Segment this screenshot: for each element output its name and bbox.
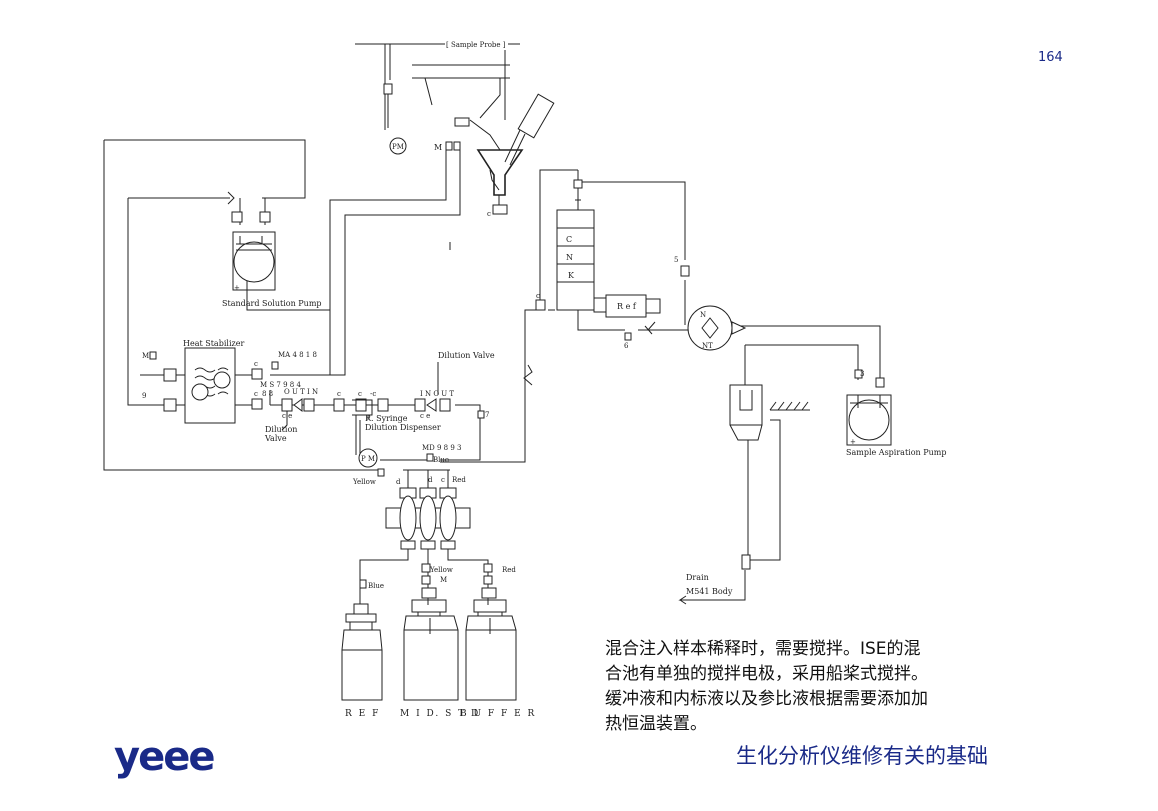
m541-body-label: M541 Body bbox=[686, 587, 733, 596]
description-line-1: 混合注入样本稀释时，需要搅拌。ISE的混 bbox=[605, 639, 921, 659]
reagent-heater-block bbox=[385, 487, 471, 550]
m-top-label: M bbox=[434, 143, 442, 152]
sample-probe-assembly bbox=[355, 43, 555, 166]
c-red-label: c bbox=[441, 476, 445, 484]
pump-motor-bottom: P M bbox=[358, 448, 378, 468]
bottle-ref-label: R E F bbox=[345, 709, 380, 719]
heat-stabilizer-label: Heat Stabilizer bbox=[183, 339, 244, 348]
m-left-label: M bbox=[142, 352, 149, 360]
bottle-mid-std-label: M I D. S T D bbox=[400, 709, 480, 719]
c-hs-bottom-label: c bbox=[254, 390, 258, 398]
rotary-valve: N NT bbox=[687, 305, 747, 351]
bottle-mid-std bbox=[403, 587, 459, 701]
md9893-label: MD 9 8 9 3 bbox=[422, 444, 462, 452]
num-8-label: 8 8 bbox=[262, 390, 273, 398]
c-mid1-label: c bbox=[337, 390, 341, 398]
blue-top-label: Blue bbox=[433, 456, 449, 464]
sample-aspiration-pump: 3 + Sample Aspiration Pump bbox=[846, 369, 946, 457]
mixer-drain-assembly: Drain M541 Body bbox=[678, 384, 810, 605]
dilution-valve-right-label: Dilution Valve bbox=[438, 351, 495, 360]
d1-label: d bbox=[396, 478, 401, 486]
c-e-left-label: c e bbox=[282, 412, 292, 420]
num-3-label: 3 bbox=[860, 370, 864, 378]
num-9-label: 9 bbox=[142, 392, 146, 400]
description-text: 混合注入样本稀释时，需要搅拌。ISE的混 合池有单独的搅拌电极，采用船桨式搅拌。… bbox=[605, 637, 1035, 737]
pump-motor-top: PM bbox=[389, 137, 407, 155]
yellow-bottle-label: Yellow bbox=[429, 566, 453, 574]
description-line-3: 缓冲液和内标液以及参比液根据需要添加加 bbox=[605, 689, 928, 709]
standard-solution-pump-label: Standard Solution Pump bbox=[222, 299, 322, 308]
bottle-ref bbox=[341, 603, 383, 701]
brand-logo: yeee bbox=[114, 734, 215, 780]
c-mid2-label: c bbox=[358, 390, 362, 398]
heat-stabilizer: Heat Stabilizer M 9 c c bbox=[142, 339, 263, 424]
c-hs-top-label: c bbox=[254, 360, 258, 368]
red-bottle-label: Red bbox=[502, 566, 516, 574]
ms7984-label: M S 7 9 8 4 bbox=[260, 381, 301, 389]
in-out-right-label: I N O U T bbox=[420, 390, 454, 398]
pm-bottom-label: P M bbox=[361, 455, 375, 463]
n-ise-label: N bbox=[566, 253, 573, 262]
sample-probe-label: [ Sample Probe ] bbox=[446, 41, 506, 49]
ise-electrode-stack: C N K bbox=[556, 170, 595, 311]
k-ise-label: K bbox=[568, 271, 575, 280]
c-e-right-label: c e bbox=[420, 412, 430, 420]
dilution-valve-right: Dilution Valve I N O U T c e 7 bbox=[414, 351, 495, 420]
bottle-buffer bbox=[465, 587, 517, 701]
drain-label: Drain bbox=[686, 573, 709, 582]
c-ise-label: C bbox=[566, 235, 572, 244]
description-line-4: 热恒温装置。 bbox=[605, 714, 707, 734]
description-line-2: 合池有单独的搅拌电极，采用船桨式搅拌。 bbox=[605, 664, 928, 684]
mixing-cup: c bbox=[476, 149, 524, 218]
n-valve-label: N bbox=[700, 311, 706, 319]
yellow-left-label: Yellow bbox=[352, 478, 376, 486]
d2-label: d bbox=[428, 476, 433, 484]
footer-title: 生化分析仪维修有关的基础 bbox=[736, 744, 988, 768]
blue-bottle-label: Blue bbox=[368, 582, 384, 590]
standard-solution-pump: + Standard Solution Pump bbox=[222, 191, 322, 308]
svg-text:+: + bbox=[234, 284, 240, 292]
nt-valve-label: NT bbox=[702, 342, 713, 350]
page-number: 164 bbox=[1038, 50, 1063, 65]
ma4818-label: MA 4 8 1 8 bbox=[278, 351, 317, 359]
sample-aspiration-pump-label: Sample Aspiration Pump bbox=[846, 448, 946, 457]
m-bottle-label: M bbox=[440, 576, 447, 584]
red-top-label: Red bbox=[452, 476, 466, 484]
c-mid3-label: -c bbox=[370, 390, 376, 398]
bottle-buffer-label: B U F F E R bbox=[460, 709, 536, 719]
c-side-label: c bbox=[536, 292, 540, 300]
svg-text:+: + bbox=[850, 438, 856, 446]
num-7-label: 7 bbox=[485, 411, 489, 419]
c-top-label: c bbox=[487, 210, 491, 218]
num-6-label: 6 bbox=[624, 342, 629, 350]
ref-label: R e f bbox=[617, 302, 637, 311]
num-5-label: 5 bbox=[674, 256, 678, 264]
pm-top-label: PM bbox=[392, 143, 404, 151]
reference-electrode: R e f bbox=[593, 294, 661, 318]
out-in-left-label: O U T I N bbox=[284, 388, 318, 396]
